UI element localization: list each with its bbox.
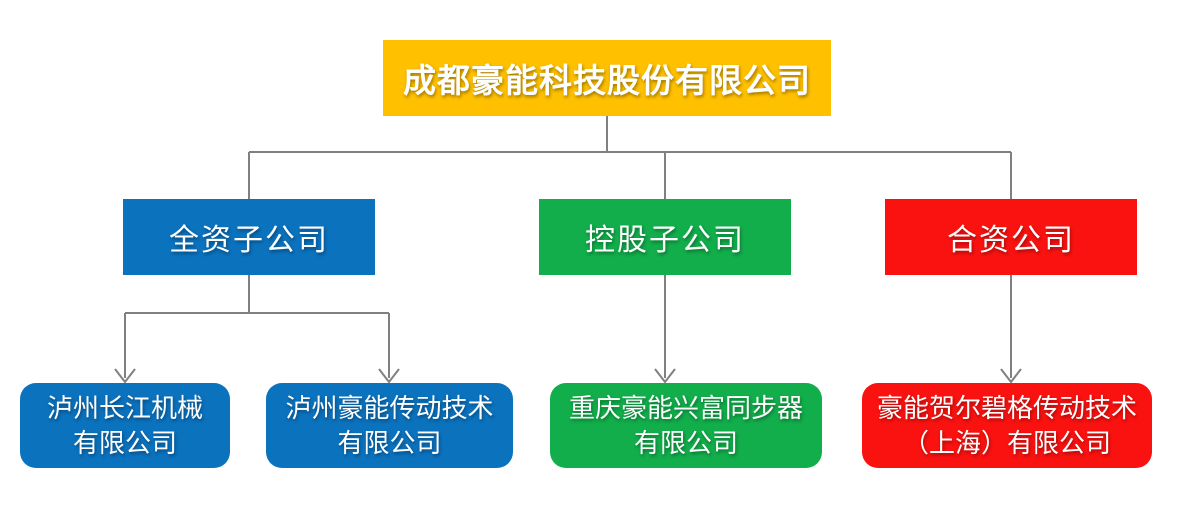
org-node-branch-wholly-owned: 全资子公司 xyxy=(123,199,375,275)
leaf-label-line2: （上海）有限公司 xyxy=(902,427,1111,458)
leaf-label-line2: 有限公司 xyxy=(633,427,738,458)
org-node-leaf-hoerbiger-shanghai: 豪能贺尔碧格传动技术 （上海）有限公司 xyxy=(862,383,1152,468)
leaf-label-line2: 有限公司 xyxy=(72,427,177,458)
leaf-label-line2: 有限公司 xyxy=(337,427,442,458)
org-node-leaf-chongqing-haoneng: 重庆豪能兴富同步器 有限公司 xyxy=(550,383,822,468)
org-node-branch-joint-venture: 合资公司 xyxy=(885,199,1137,275)
leaf-label-line1: 豪能贺尔碧格传动技术 xyxy=(876,393,1137,424)
connector-arrow-leaf1-head xyxy=(114,368,136,384)
org-node-root: 成都豪能科技股份有限公司 xyxy=(383,40,831,116)
org-node-branch-holding: 控股子公司 xyxy=(539,199,791,275)
leaf-label-line1: 泸州豪能传动技术 xyxy=(285,393,494,424)
connector-arrow-leaf4-head xyxy=(1000,368,1022,384)
leaf-label-line1: 重庆豪能兴富同步器 xyxy=(568,393,803,424)
connector-arrow-leaf3-head xyxy=(654,368,676,384)
connector-arrow-leaf2-head xyxy=(378,368,400,384)
org-node-leaf-luzhou-changjiang: 泸州长江机械 有限公司 xyxy=(20,383,230,468)
org-node-leaf-luzhou-haoneng: 泸州豪能传动技术 有限公司 xyxy=(266,383,513,468)
leaf-label-line1: 泸州长江机械 xyxy=(46,393,203,424)
